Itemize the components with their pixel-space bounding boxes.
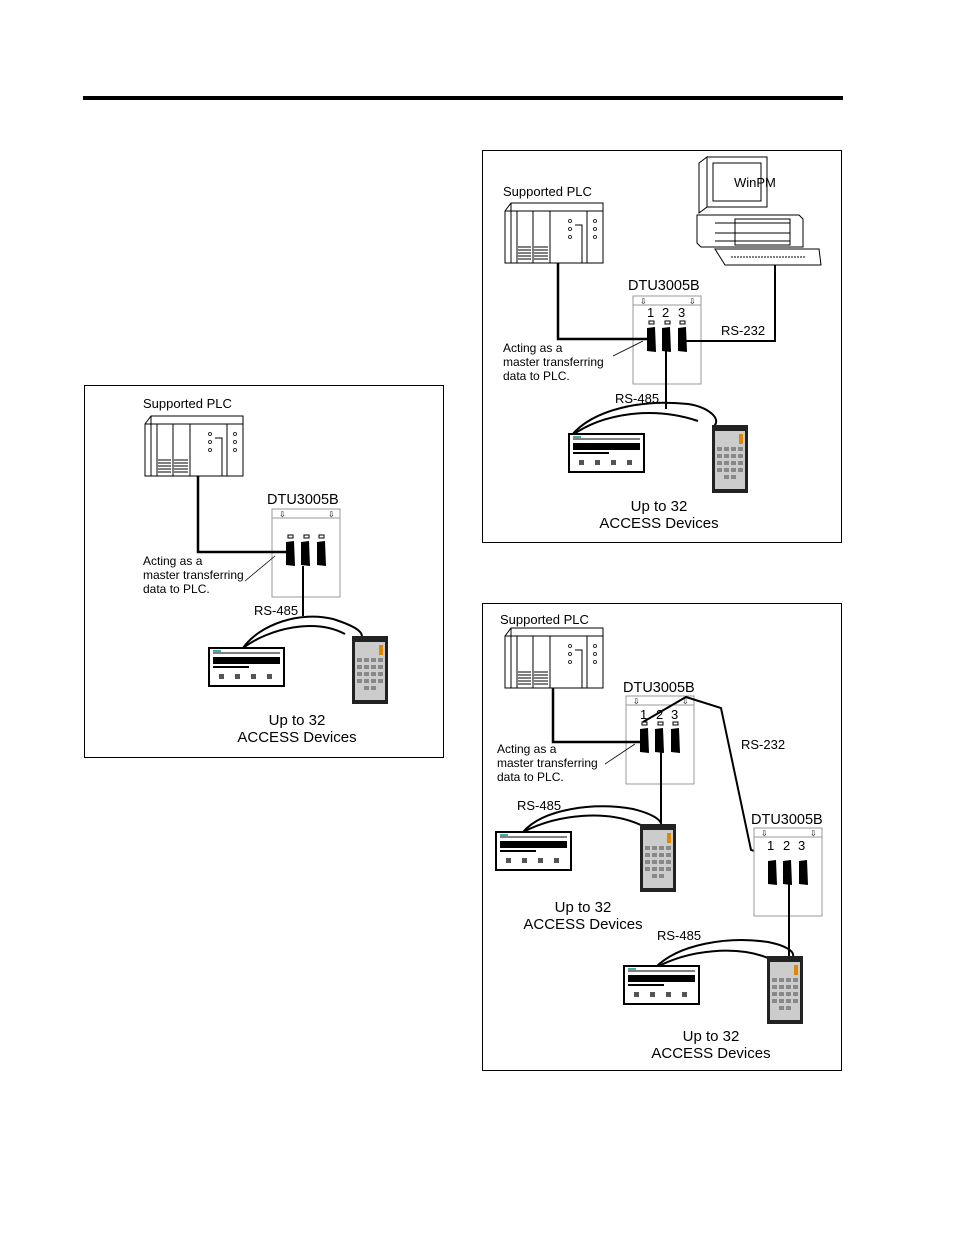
dtu1-label: DTU3005B <box>623 680 695 696</box>
rs485-label: RS-485 <box>254 603 298 618</box>
diagram-single-svg: Supported PLC ⇩ ⇩ DTU3005B Acting as a ma… <box>143 396 388 746</box>
rs485-label-2: RS-485 <box>657 928 701 943</box>
dtu-label: DTU3005B <box>267 492 339 508</box>
rs232-label: RS-232 <box>741 737 785 752</box>
acting-line-2: master transferring <box>143 568 244 582</box>
plc-label: Supported PLC <box>500 612 589 627</box>
acting-line-1: Acting as a <box>497 742 557 756</box>
diagram-single-dtu: Supported PLC ⇩ ⇩ DTU3005B Acting as a ma… <box>84 385 444 758</box>
winpm-computer <box>696 156 822 266</box>
access-handheld-device-1 <box>640 824 676 892</box>
acting-line-3: data to PLC. <box>143 582 210 596</box>
dtu2-port-2: 2 <box>783 838 790 853</box>
port-2: 2 <box>662 305 669 320</box>
access-panel-device-1 <box>495 831 572 871</box>
acting-line-1: Acting as a <box>143 554 203 568</box>
svg-text:⇩: ⇩ <box>279 510 286 519</box>
acting-line-2: master transferring <box>497 756 598 770</box>
acting-line-1: Acting as a <box>503 341 563 355</box>
diagram-winpm-svg: Supported PLC WinPM DTU3005B ⇩ ⇩ 1 2 3 <box>503 156 822 532</box>
pc-label: WinPM <box>734 175 776 190</box>
devices1-line-1: Up to 32 <box>555 899 612 916</box>
access-panel-device <box>568 433 645 473</box>
diagram-winpm: Supported PLC WinPM DTU3005B ⇩ ⇩ 1 2 3 <box>482 150 842 543</box>
dtu1-port-1: 1 <box>640 707 647 722</box>
dtu2-module: ⇩⇩ <box>753 827 823 917</box>
svg-text:⇩: ⇩ <box>689 297 696 306</box>
rs485-label: RS-485 <box>615 391 659 406</box>
acting-line-3: data to PLC. <box>503 369 570 383</box>
rs485-label-1: RS-485 <box>517 798 561 813</box>
dtu1-port-3: 3 <box>671 707 678 722</box>
access-handheld-device-2 <box>767 956 803 1024</box>
access-handheld-device <box>352 636 388 704</box>
devices-line-2: ACCESS Devices <box>237 729 356 746</box>
plc-rack <box>504 627 604 689</box>
devices2-line-2: ACCESS Devices <box>651 1045 770 1062</box>
access-panel-device <box>208 647 285 687</box>
plc-rack <box>504 202 604 264</box>
plc-rack <box>144 415 244 477</box>
devices2-line-1: Up to 32 <box>683 1028 740 1045</box>
dtu1-module: ⇩⇩ <box>625 695 695 785</box>
svg-text:⇩: ⇩ <box>640 297 647 306</box>
svg-text:⇩: ⇩ <box>633 697 640 706</box>
devices1-line-2: ACCESS Devices <box>523 916 642 933</box>
acting-line-3: data to PLC. <box>497 770 564 784</box>
rs232-label: RS-232 <box>721 323 765 338</box>
devices-line-1: Up to 32 <box>269 712 326 729</box>
dtu2-port-1: 1 <box>767 838 774 853</box>
access-panel-device-2 <box>623 965 700 1005</box>
access-handheld-device <box>712 425 748 493</box>
port-3: 3 <box>678 305 685 320</box>
svg-text:⇩: ⇩ <box>682 697 689 706</box>
plc-label: Supported PLC <box>143 396 232 411</box>
svg-text:⇩: ⇩ <box>328 510 335 519</box>
diagram-chained-dtu: Supported PLC DTU3005B ⇩⇩ 1 2 3 RS-232 A… <box>482 603 842 1071</box>
devices-line-1: Up to 32 <box>631 498 688 515</box>
svg-text:⇩: ⇩ <box>761 829 768 838</box>
dtu-label: DTU3005B <box>628 278 700 294</box>
header-rule <box>83 96 843 100</box>
dtu2-port-3: 3 <box>798 838 805 853</box>
acting-line-2: master transferring <box>503 355 604 369</box>
dtu1-port-2: 2 <box>656 707 663 722</box>
port-1: 1 <box>647 305 654 320</box>
devices-line-2: ACCESS Devices <box>599 515 718 532</box>
svg-text:⇩: ⇩ <box>810 829 817 838</box>
plc-label: Supported PLC <box>503 184 592 199</box>
diagram-chained-svg: Supported PLC DTU3005B ⇩⇩ 1 2 3 RS-232 A… <box>495 612 823 1062</box>
dtu2-label: DTU3005B <box>751 812 823 828</box>
